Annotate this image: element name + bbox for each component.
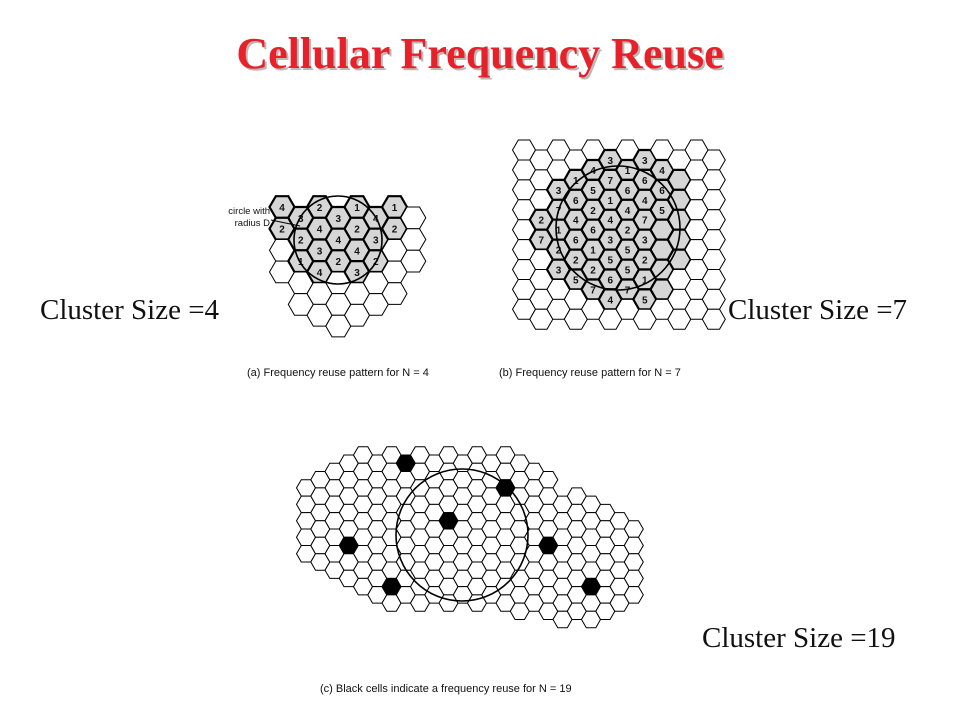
hex-a-cell-number: 3: [317, 246, 323, 257]
hex-b-cell-number: 2: [642, 256, 648, 267]
hex-b-cell-number: 6: [573, 196, 579, 207]
hex-a-cell-number: 2: [317, 203, 323, 214]
caption-c: (c) Black cells indicate a frequency reu…: [320, 683, 572, 695]
hex-a-cell-number: 3: [336, 214, 342, 225]
hex-c-cell: [623, 520, 644, 538]
hex-c-cell: [623, 536, 644, 555]
hex-b-cell-number: 4: [642, 196, 648, 207]
hex-b-cell-number: 1: [625, 166, 631, 177]
reuse-circle-a: [293, 195, 383, 285]
hex-a-cell-number: 2: [298, 236, 304, 247]
hex-b-cell-number: 6: [573, 236, 579, 247]
cluster-size-7-label: Cluster Size =7: [728, 294, 908, 326]
hex-a-cell-number: 4: [354, 246, 360, 257]
hex-b-cell-number: 1: [642, 276, 648, 287]
hex-a-cell-number: 4: [373, 214, 379, 225]
hex-b-cell-number: 1: [556, 226, 562, 237]
hex-a-cell-number: 2: [279, 225, 285, 236]
hex-b-cell-number: 3: [642, 236, 648, 247]
hex-a-cell-number: 1: [392, 203, 398, 214]
hex-a-cell-number: 4: [279, 203, 285, 214]
hex-b-cell-number: 5: [642, 295, 648, 306]
hex-c-cell: [623, 569, 644, 588]
hex-a-cell: [381, 282, 408, 305]
hex-b-cell-number: 4: [625, 206, 631, 217]
hex-b-cell-number: 7: [590, 285, 596, 296]
slide-title: Cellular Frequency Reuse: [236, 29, 724, 78]
hex-a-cell-number: 2: [354, 225, 360, 236]
hex-b-cell-number: 6: [659, 186, 665, 197]
caption-a: (a) Frequency reuse pattern for N = 4: [247, 367, 429, 379]
hex-b-cell-number: 6: [642, 176, 648, 187]
reuse-circle-b: [555, 165, 681, 291]
hex-a-cell-number: 3: [373, 236, 379, 247]
hex-b-cell-number: 3: [556, 266, 562, 277]
hex-b-cell-number: 2: [590, 266, 596, 277]
hex-b-cell-number: 7: [642, 216, 648, 227]
hex-b-cell-number: 3: [608, 236, 614, 247]
cluster-size-4-label: Cluster Size =4: [40, 294, 220, 326]
hex-b-cell-number: 7: [608, 176, 614, 187]
circle-note-line2: radius D: [234, 218, 270, 229]
hex-b-cell-number: 4: [659, 166, 665, 177]
hex-b-cell-number: 4: [608, 295, 614, 306]
hex-b-cell-number: 5: [625, 266, 631, 277]
hex-b-cell-number: 5: [573, 276, 579, 287]
hex-b-cell-number: 6: [608, 276, 614, 287]
hex-b-cell-number: 3: [556, 186, 562, 197]
hex-a-cell-number: 3: [298, 214, 304, 225]
hex-b-cell-number: 5: [590, 186, 596, 197]
hex-a-cell-number: 4: [317, 268, 323, 279]
hex-b-cell-number: 2: [573, 256, 579, 267]
hex-c-cell: [538, 471, 559, 489]
hex-b-cell-number: 7: [539, 236, 545, 247]
hex-b-cell-number: 2: [590, 206, 596, 217]
hex-a-cell-number: 4: [317, 225, 323, 236]
circle-note-pointer: [270, 219, 301, 227]
hex-b-cell-number: 6: [590, 226, 596, 237]
hex-b-cell-number: 2: [556, 246, 562, 257]
caption-b: (b) Frequency reuse pattern for N = 7: [499, 367, 681, 379]
hex-b-cell-number: 4: [573, 216, 579, 227]
hex-b-cell-number: 4: [608, 216, 614, 227]
hex-b-cell-number: 1: [590, 246, 596, 257]
reuse-circle-c: [395, 468, 529, 602]
hex-b-cell-number: 6: [625, 186, 631, 197]
hex-c-cell: [623, 586, 644, 604]
hex-c-cell: [623, 553, 644, 571]
hex-b-cell: [701, 308, 726, 330]
hex-b-cell-number: 5: [625, 246, 631, 257]
hex-b-cell-number: 3: [642, 156, 648, 167]
hex-b-cell-number: 1: [608, 196, 614, 207]
hex-b-cell-number: 7: [625, 285, 631, 296]
hex-a-cell-number: 2: [336, 257, 342, 268]
circle-note-line1: circle with: [228, 206, 270, 217]
hex-b-cell-number: 5: [659, 206, 665, 217]
hex-a-cell-number: 4: [336, 236, 342, 247]
hex-a-cell-number: 3: [354, 268, 360, 279]
circle-radius-note: circle with radius D: [218, 206, 270, 230]
hex-a-cell: [400, 249, 427, 273]
hex-a-cell-number: 2: [392, 225, 398, 236]
hex-b-cell-number: 5: [608, 256, 614, 267]
cluster-size-19-label: Cluster Size =19: [702, 622, 896, 654]
hex-b-cell-number: 2: [625, 226, 631, 237]
hex-a-cell-number: 1: [354, 203, 360, 214]
hex-b-cell-number: 3: [608, 156, 614, 167]
hex-b-cell-number: 2: [539, 216, 545, 227]
